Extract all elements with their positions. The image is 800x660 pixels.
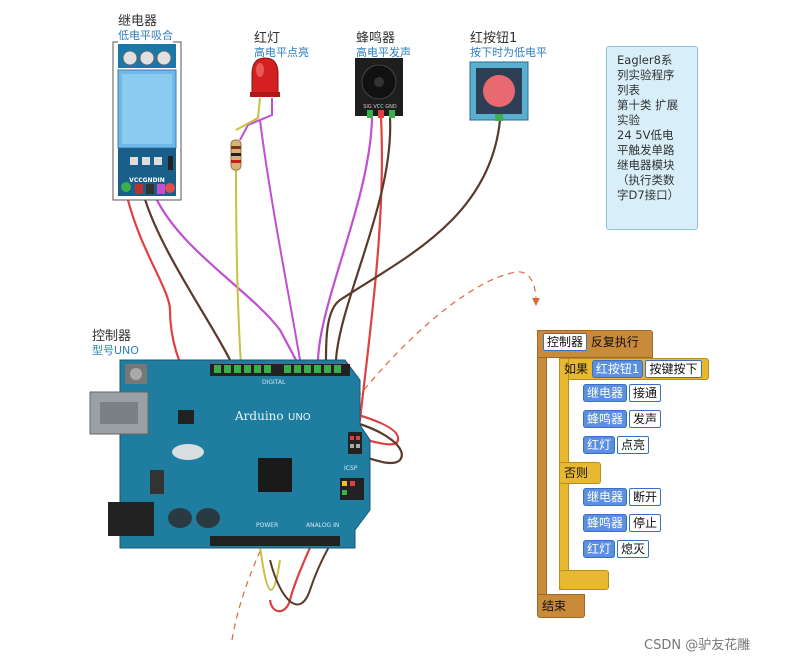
else-statement[interactable]: 蜂鸣器停止 <box>583 514 662 532</box>
statement-device-tag: 继电器 <box>583 488 628 506</box>
board-digital-label: DIGITAL <box>262 379 286 386</box>
wire-icsp-dark <box>337 416 403 465</box>
resistor <box>230 139 242 171</box>
else-label: 否则 <box>564 466 589 480</box>
if-label: 如果 <box>564 362 589 376</box>
statement-device-tag: 蜂鸣器 <box>583 514 628 532</box>
cond-action: 按键按下 <box>645 360 702 378</box>
buzzer-pin-label: SIG VCC GND <box>363 104 397 110</box>
note-line: （执行类数 <box>617 173 675 187</box>
statement-action: 接通 <box>629 384 662 402</box>
statement-action: 断开 <box>629 488 662 506</box>
board-power-label: POWER <box>256 522 278 529</box>
board-brand: Arduino <box>234 409 284 423</box>
relay-subtitle: 低电平吸合 <box>118 27 173 43</box>
note-line: Eagler8系 <box>617 53 673 67</box>
wire-button <box>324 119 502 361</box>
relay-title: 继电器 <box>118 14 158 29</box>
buzzer-title: 蜂鸣器 <box>356 31 396 46</box>
wire-buzzer-gnd <box>334 117 392 361</box>
statement-action: 发声 <box>629 410 662 428</box>
statement-device-tag: 继电器 <box>583 384 628 402</box>
wire-icsp-red <box>339 408 400 446</box>
note-line: 24 5V低电 <box>617 128 674 142</box>
led-title: 红灯 <box>254 31 281 46</box>
else-statement[interactable]: 红灯熄灭 <box>583 540 650 558</box>
buzzer-module <box>355 58 403 118</box>
arduino-board <box>89 359 371 549</box>
else-statement[interactable]: 继电器断开 <box>583 488 662 506</box>
statement-action: 熄灭 <box>617 540 650 558</box>
relay-module <box>112 28 182 201</box>
note-line: 继电器模块 <box>617 158 675 172</box>
button-module <box>469 61 529 121</box>
wire-relay-in <box>154 195 297 361</box>
then-statement[interactable]: 红灯点亮 <box>583 436 650 454</box>
dashed-arc <box>231 271 537 641</box>
then-statement[interactable]: 继电器接通 <box>583 384 662 402</box>
note-line: 字D7接口） <box>617 188 680 202</box>
end-label: 结束 <box>542 599 567 613</box>
controller-title: 控制器 <box>92 329 132 344</box>
loop-header[interactable]: 控制器 反复执行 <box>543 333 639 351</box>
loop-label: 反复执行 <box>590 335 639 349</box>
cond-name-tag: 红按钮1 <box>591 360 644 378</box>
note-line: 第十类 扩展 <box>617 98 679 112</box>
buzzer-subtitle: 高电平发声 <box>356 46 411 59</box>
led-subtitle: 高电平点亮 <box>254 46 309 59</box>
statement-action: 点亮 <box>617 436 650 454</box>
arc-arrow-icon <box>532 298 540 306</box>
then-statement[interactable]: 蜂鸣器发声 <box>583 410 662 428</box>
statement-device-tag: 蜂鸣器 <box>583 410 628 428</box>
board-model: UNO <box>288 412 311 423</box>
button-subtitle: 按下时为低电平 <box>470 46 547 59</box>
watermark: CSDN @驴友花雕 <box>644 638 751 653</box>
wire-relay-gnd <box>142 195 231 361</box>
board-icsp-label: ICSP <box>344 465 358 472</box>
red-led <box>250 57 280 97</box>
relay-pin-label: VCCGNDIN <box>129 177 165 184</box>
statement-action: 停止 <box>629 514 662 532</box>
note-line: 列表 <box>617 83 640 97</box>
note-line: 实验 <box>617 113 640 127</box>
button-title: 红按钮1 <box>470 31 518 46</box>
wire-led-leg2 <box>235 97 261 131</box>
wire-led-purple <box>259 119 301 361</box>
loop-controller-tag: 控制器 <box>543 333 588 351</box>
statement-device-tag: 红灯 <box>583 540 616 558</box>
note-line: 平触发单路 <box>617 143 675 157</box>
board-analog-label: ANALOG IN <box>306 522 339 529</box>
controller-subtitle: 型号UNO <box>92 344 139 357</box>
wire-buzzer-sig <box>316 117 374 361</box>
statement-device-tag: 红灯 <box>583 436 616 454</box>
note-line: 列实验程序 <box>617 68 675 82</box>
